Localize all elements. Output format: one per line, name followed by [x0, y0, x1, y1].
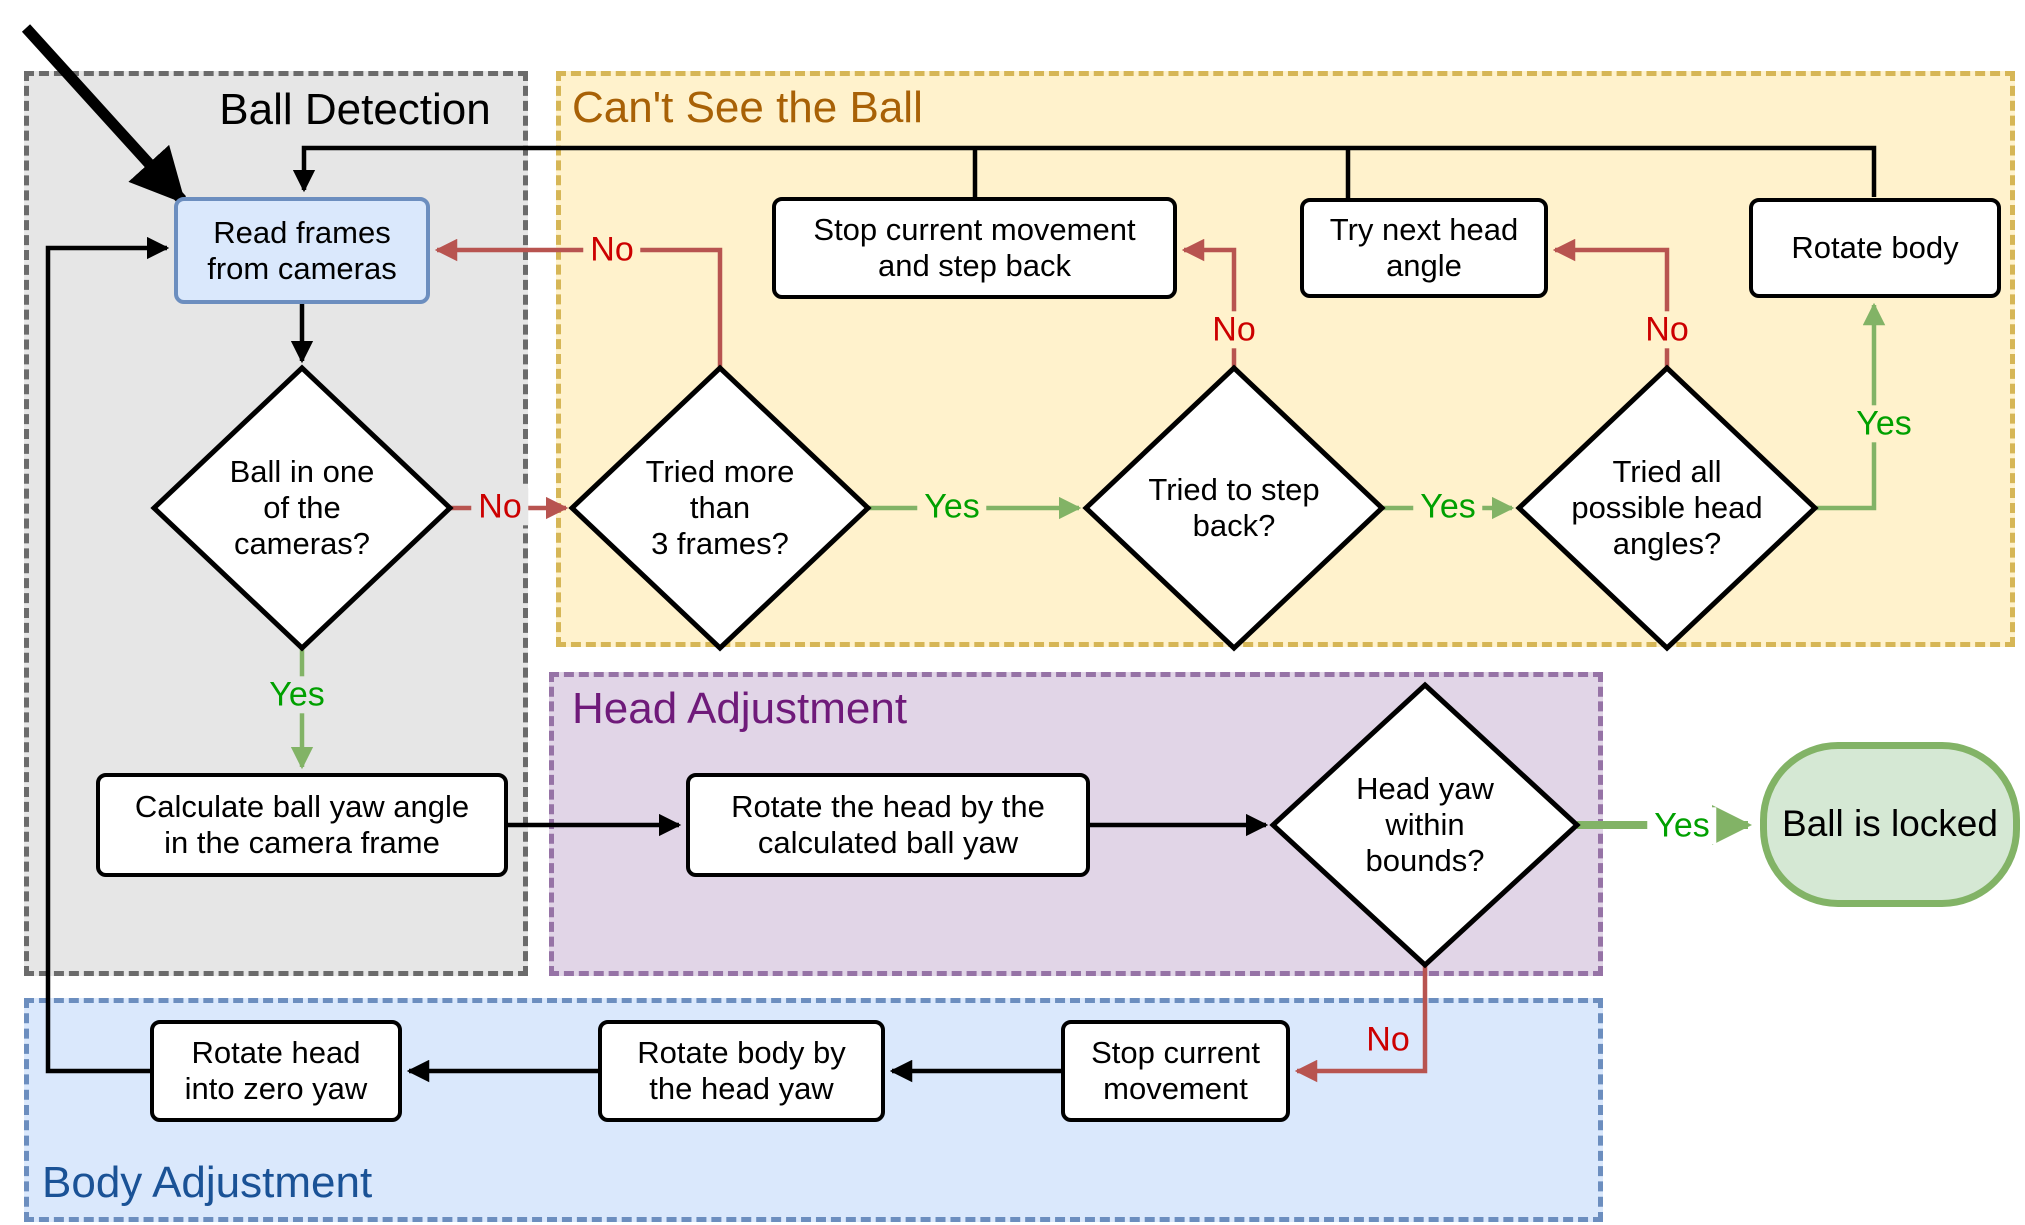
node-rotate-head-by-yaw: Rotate the head by the calculated ball y…	[686, 773, 1090, 877]
edge-label-ball-yes: Yes	[262, 675, 332, 714]
edge-all-angles-yes	[1815, 302, 1886, 511]
edge-label-step-back-yes: Yes	[1413, 487, 1483, 526]
region-title-body-adjustment: Body Adjustment	[42, 1158, 373, 1207]
region-title-cant-see-ball: Can't See the Ball	[572, 83, 923, 132]
edge-label-step-back-no: No	[1205, 310, 1263, 349]
node-stop-and-step-back: Stop current movement and step back	[772, 197, 1177, 299]
label-tried-step-back: Tried to step back?	[1148, 472, 1320, 543]
edge-label-ball-no: No	[471, 487, 529, 526]
diamond-tried-more-frames	[568, 364, 872, 652]
label-tried-all-angles: Tried all possible head angles?	[1571, 454, 1763, 561]
edge-label-tried3-no: No	[583, 230, 641, 269]
diamond-tried-all-angles	[1515, 364, 1819, 652]
label-ball-in-cameras: Ball in one of the cameras?	[229, 454, 375, 561]
edge-label-head-yaw-no: No	[1359, 1020, 1417, 1059]
label-head-yaw-in-bounds: Head yaw within bounds?	[1356, 771, 1494, 878]
edge-label-tried3-yes: Yes	[917, 487, 987, 526]
node-rotate-head-zero-yaw: Rotate head into zero yaw	[150, 1020, 402, 1122]
region-title-head-adjustment: Head Adjustment	[572, 684, 908, 733]
edge-tried3-no	[434, 238, 723, 368]
diamond-ball-in-cameras	[150, 364, 454, 652]
edge-label-all-angles-yes: Yes	[1849, 404, 1919, 443]
diamond-head-yaw-in-bounds	[1269, 681, 1581, 969]
node-rotate-body-by-head-yaw: Rotate body by the head yaw	[598, 1020, 885, 1122]
edge-step-back-no	[1181, 238, 1237, 368]
node-read-frames: Read frames from cameras	[174, 197, 430, 304]
node-rotate-body: Rotate body	[1749, 198, 2001, 298]
edge-return-trunk	[292, 145, 1877, 197]
diamond-tried-step-back	[1082, 364, 1386, 652]
node-ball-is-locked: Ball is locked	[1760, 742, 2020, 907]
node-try-next-head-angle: Try next head angle	[1300, 198, 1548, 298]
node-calc-ball-yaw: Calculate ball yaw angle in the camera f…	[96, 773, 508, 877]
edge-loop-back-to-read-frames	[45, 236, 170, 1074]
region-title-ball-detection: Ball Detection	[219, 85, 491, 134]
edge-label-head-yaw-yes: Yes	[1647, 806, 1717, 845]
node-stop-current-movement: Stop current movement	[1061, 1020, 1290, 1122]
edge-head-yaw-no	[1294, 965, 1428, 1083]
label-tried-more-frames: Tried more than 3 frames?	[645, 454, 795, 561]
edge-entry-arrow	[21, 24, 187, 205]
edge-label-all-angles-no: No	[1638, 310, 1696, 349]
edge-all-angles-no	[1552, 238, 1670, 368]
